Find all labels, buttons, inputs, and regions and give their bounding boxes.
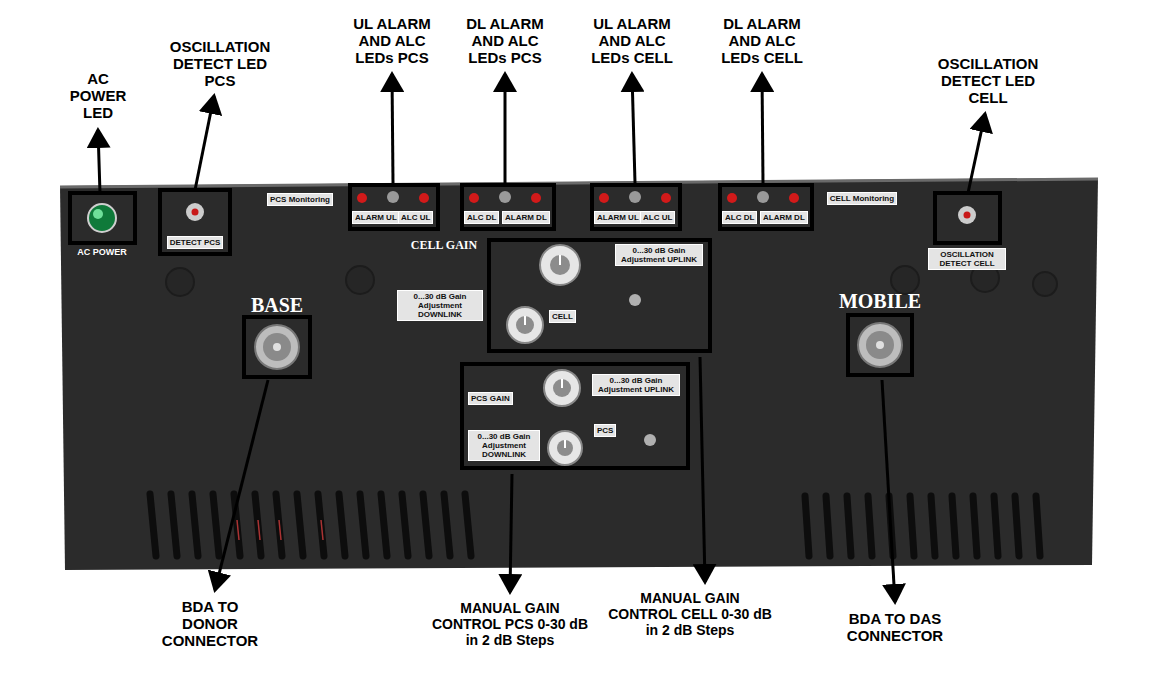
status-leds (357, 191, 799, 203)
callout-label: UL ALARM AND ALC LEDs CELL (586, 15, 678, 66)
highlight-box: ALC DLALARM DL (718, 183, 814, 231)
panel-tag: 0...30 dB Gain Adjustment UPLINK (615, 244, 703, 266)
panel-tag: DETECT PCS (167, 236, 224, 249)
oscillation-led-core (192, 209, 199, 216)
callout-label: DL ALARM AND ALC LEDs CELL (716, 15, 808, 66)
callout-label: BDA TO DAS CONNECTOR (839, 610, 951, 644)
mobile-connector (848, 315, 912, 375)
port-name: BASE (251, 294, 303, 316)
highlight-box: PCS GAIN 0...30 dB Gain Adjustment UPLINK… (460, 362, 690, 470)
panel-tag: CELL Monitoring (827, 192, 897, 205)
power-led (88, 204, 116, 232)
callout-label: MANUAL GAIN CONTROL CELL 0-30 dB in 2 dB… (605, 590, 775, 638)
oscillation-led (958, 206, 976, 224)
vents (150, 494, 1040, 556)
callout-label: UL ALARM AND ALC LEDs PCS (346, 15, 438, 66)
panel-label: AC POWER (77, 247, 127, 257)
panel-tag: ALARM DL (760, 211, 808, 224)
panel-tag: ALARM UL (594, 211, 642, 224)
callout-label: AC POWER LED (62, 70, 134, 121)
panel-tag: ALC DL (464, 211, 499, 224)
panel-holes (166, 264, 1057, 296)
callout-label: BDA TO DONOR CONNECTOR (154, 598, 266, 649)
panel-label: CELL GAIN (411, 238, 477, 252)
port-name: MOBILE (839, 290, 921, 312)
highlight-box: ALARM ULALC UL (590, 183, 682, 231)
highlight-box: ALARM ULALC UL (348, 183, 440, 231)
panel-tag: PCS (594, 424, 616, 437)
leader-arrows (98, 74, 985, 602)
panel-tag: PCS Monitoring (267, 193, 333, 206)
callout-label: OSCILLATION DETECT LED CELL (933, 55, 1043, 106)
oscillation-led-core (964, 212, 971, 219)
base-connector (244, 317, 310, 377)
panel-tag: ALC UL (640, 211, 675, 224)
panel-tag: ALC DL (722, 211, 757, 224)
highlight-box: ALC DLALARM DL (460, 183, 556, 231)
vent-marks (237, 520, 323, 540)
panel-tag: 0...30 dB Gain Adjustment DOWNLINK (468, 430, 540, 461)
highlight-box (70, 193, 135, 243)
callout-label: OSCILLATION DETECT LED PCS (166, 38, 274, 89)
panel-tag: 0...30 dB Gain Adjustment DOWNLINK (397, 290, 483, 321)
oscillation-led (186, 203, 204, 221)
callout-label: MANUAL GAIN CONTROL PCS 0-30 dB in 2 dB … (425, 600, 595, 648)
power-led-glint (93, 209, 103, 219)
highlight-box (160, 190, 230, 254)
panel-tag: ALARM DL (502, 211, 550, 224)
panel-tag: CELL (549, 310, 576, 323)
panel-tag: ALARM UL (352, 211, 400, 224)
highlight-box (935, 193, 1000, 243)
callout-label: DL ALARM AND ALC LEDs PCS (459, 15, 551, 66)
panel-tag: ALC UL (398, 211, 433, 224)
panel-tag: 0...30 dB Gain Adjustment UPLINK (592, 374, 680, 396)
panel-tag: OSCILLATION DETECT CELL (928, 248, 1006, 270)
panel-lip (60, 179, 1098, 187)
panel (60, 178, 1098, 570)
panel-tag: PCS GAIN (468, 392, 513, 405)
highlight-box: 0...30 dB Gain Adjustment UPLINK CELL (487, 238, 712, 353)
